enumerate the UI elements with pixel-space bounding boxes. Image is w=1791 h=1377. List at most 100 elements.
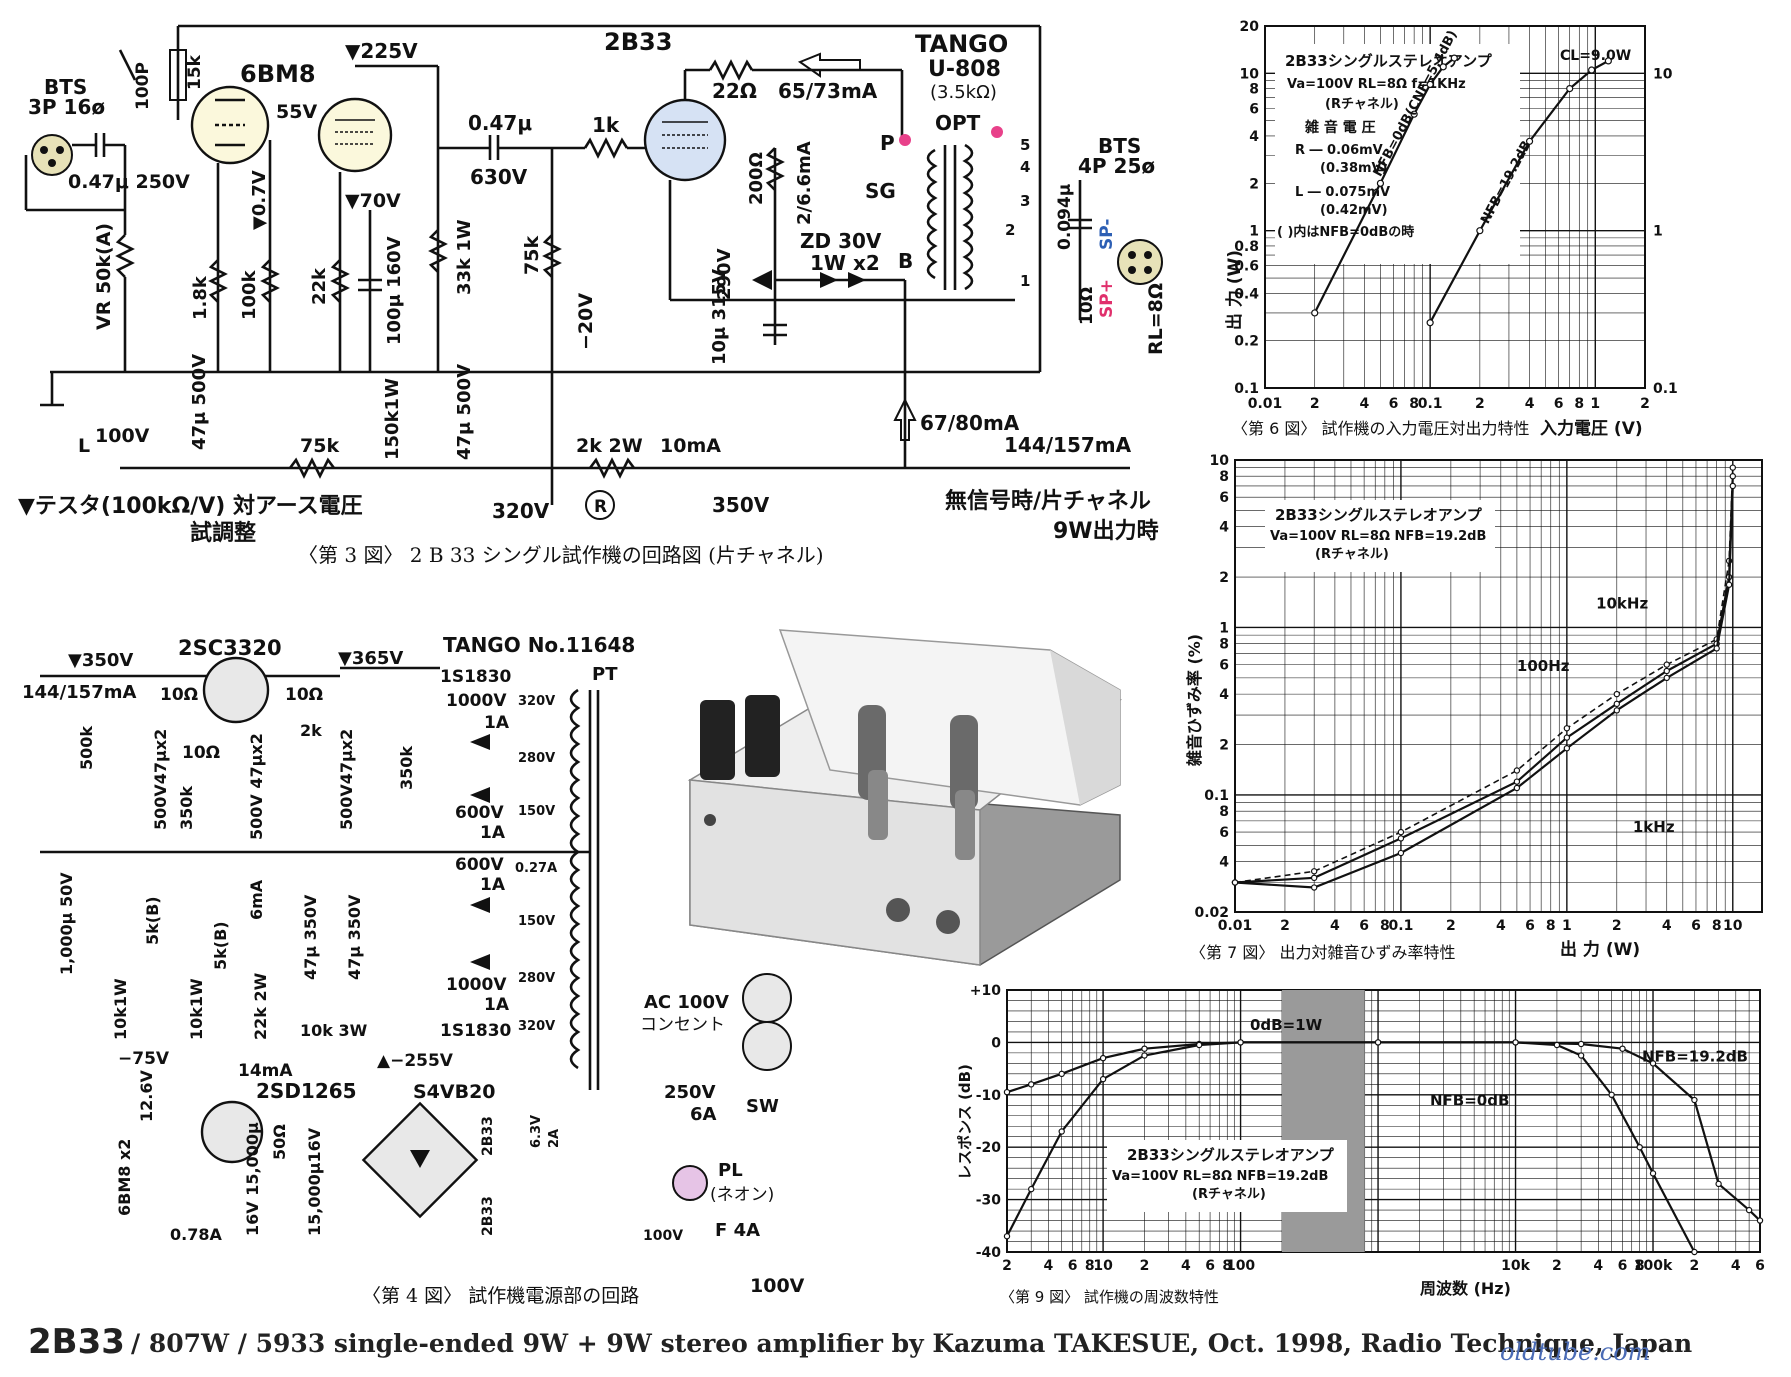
chart7-point [1513,778,1521,785]
chart7-x-tick: 4 [1330,918,1340,934]
chart9-x-tick: 10k [1501,1258,1530,1274]
v70-label: ▼70V [345,190,401,212]
r100k-label: 100k [239,269,260,320]
r22k-label: 22k [309,267,330,305]
vm255-label: ▲−255V [377,1051,454,1071]
tube-6bm8-pentode-icon [317,97,393,173]
chart9-point [1058,1070,1065,1078]
chart6-channel: (Rチャネル) [1325,97,1399,112]
chart7-point [1310,884,1318,891]
i10-label: 10mA [660,435,721,457]
chart9-ylabel: レスポンス (dB) [956,1064,974,1180]
opt-pin-sg: SG [865,179,896,203]
r10b-label: 10Ω [285,685,323,705]
chart7-y-tick: 6 [1219,490,1229,506]
ac-label: AC 100V [644,992,729,1013]
chart9-point [1141,1045,1148,1052]
chart9-x-tick: 2 [1552,1258,1562,1274]
chart9-point [1195,1041,1203,1049]
chart6-point [1426,80,1434,89]
chart7-point [1231,879,1239,886]
d1a-label: 1A [484,713,510,733]
chart6-point [1588,66,1596,74]
chart6-point [1410,110,1418,118]
chart9-point [1691,1096,1698,1104]
c47x2c-label: 500V47μx2 [337,729,356,830]
chart7-x-tick: 0.01 [1218,918,1253,934]
h2b33a-label: 2B33 [480,1116,496,1156]
c47x2b-label: 500V 47μx2 [247,733,266,840]
chart7-point [1397,828,1405,836]
opt-tap-4: 4 [1020,158,1030,176]
chart6-x-tick: 2 [1310,396,1320,412]
sw-label: SW [746,1096,779,1117]
chart9-point [1003,1088,1011,1096]
tap-3: 0.27A [515,861,557,876]
chart9-x-tick: 6 [1618,1258,1628,1274]
schematic-caption: 〈第 3 図〉 2 B 33 シングル試作機の回路図 (片チャネル) [298,543,824,567]
legend-1: ▼テスタ(100kΩ/V) 対アース電圧 [18,494,363,519]
c100u-label: 100μ 160V [384,236,405,345]
cap-in-label: 0.47μ 250V [68,171,190,193]
i26-label: 2/6.6mA [794,141,815,225]
chart9-point [1745,1206,1753,1214]
chart9-x-tick: 2 [1002,1258,1012,1274]
chart9-point [1636,1143,1643,1151]
note-2: 9W出力時 [1053,519,1159,544]
d2a-label: 1A [480,823,506,843]
vm20-label: −20V [575,293,597,350]
chart7-inset-title: 2B33シングルステレオアンプ [1275,506,1483,524]
chart7-y-tick: 8 [1219,469,1229,485]
chart7-channel: (Rチャネル) [1315,547,1389,562]
d1-label: 1S1830 [440,667,512,687]
chart6-y-tick: 0.8 [1234,239,1259,255]
chart6-annotation-cl: CL=9.0W [1560,48,1631,64]
chart9-point [1649,1170,1657,1177]
output-label-1: BTS [1098,134,1141,158]
chart7-series-line [1234,485,1734,889]
transformer-name-2: U-808 [928,57,1001,82]
tap-6: 320V [518,1019,555,1034]
r2k-label: 2k 2W [576,435,643,457]
footer-site-link[interactable]: oldtube.com [1500,1338,1651,1366]
chart7-series-line [1234,476,1734,884]
chart9-y-tick: -20 [976,1140,1002,1156]
chart9-conditions: Va=100V RL=8Ω NFB=19.2dB [1112,1169,1328,1184]
L-label: L [78,435,90,457]
amplifier-photo [687,629,1123,966]
bridge-label: S4VB20 [413,1081,496,1103]
chart9-x-tick: 6 [1755,1258,1765,1274]
chart6-y-tick: 6 [1249,101,1259,117]
chart9-x-tick: 4 [1044,1258,1054,1274]
chart9-x-tick: 100k [1634,1258,1673,1274]
chart6-point [1450,54,1458,62]
chart7-point [1310,874,1318,882]
d3a-label: 1A [480,875,506,895]
opt-pin-p: P [880,131,895,155]
chart7-x-tick: 8 [1546,918,1556,934]
chart7-y-tick: 2 [1219,738,1229,754]
i65-label: 65/73mA [778,79,878,103]
ps-i144: 144/157mA [22,682,136,703]
r5kb-label: 5k(B) [143,896,162,945]
i67-label: 67/80mA [920,411,1020,435]
c15000a-label: 16V 15,000μ [243,1122,262,1236]
transformer-name-3: (3.5kΩ) [930,82,997,103]
chart9-point [1141,1052,1148,1059]
pl-label: PL [718,1160,743,1181]
opt-tap-2: 2 [1005,221,1015,239]
r22-label: 22Ω [712,79,757,103]
chart6-noise-title: 雑 音 電 圧 [1304,119,1376,136]
chart6-point [1566,85,1574,93]
chart6-y-tick: 0.1 [1234,381,1259,397]
chart9-y-tick: -10 [976,1088,1002,1104]
r22k-label: 22k 2W [251,972,270,1040]
chart9-point [1577,1052,1585,1059]
r5kb2-label: 5k(B) [211,921,230,970]
chart6-y-tick: 20 [1240,19,1260,35]
chart7-y-tick: 10 [1210,453,1230,469]
chart9-point [1099,1054,1107,1062]
chart9-point [1099,1075,1107,1083]
chart6-y-tick: 10 [1240,66,1260,82]
